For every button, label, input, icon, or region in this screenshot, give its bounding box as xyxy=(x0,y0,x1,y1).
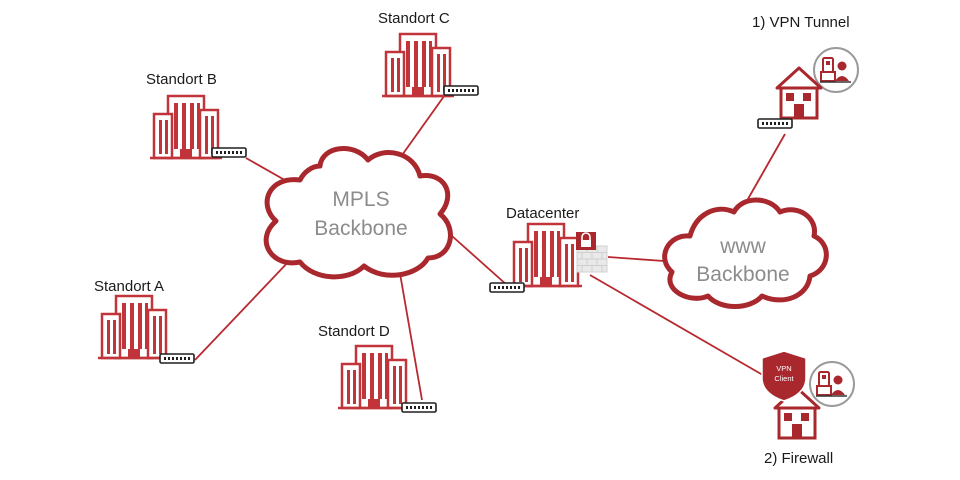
site-standort-d: Standort D xyxy=(318,323,437,413)
router-icon xyxy=(159,353,195,364)
lock-icon xyxy=(576,232,596,250)
mpls-cloud-line1: MPLS xyxy=(332,188,389,211)
link-datacenter-www xyxy=(607,256,665,262)
label-standort-c: Standort C xyxy=(378,10,450,27)
site-standort-a: Standort A xyxy=(94,278,195,364)
cloud-icon xyxy=(662,197,829,309)
vpn-shield-icon: VPN Client xyxy=(761,350,807,402)
label-firewall: 2) Firewall xyxy=(764,450,833,467)
link-standort-a xyxy=(194,257,293,361)
router-icon xyxy=(757,118,793,129)
office-building-icon xyxy=(336,344,412,410)
remote-firewall: VPN Client 2) Firewall xyxy=(761,350,855,467)
link-datacenter-mpls xyxy=(451,235,509,287)
site-datacenter: Datacenter xyxy=(489,205,608,293)
label-standort-d: Standort D xyxy=(318,323,390,340)
office-building-icon xyxy=(96,294,172,360)
label-datacenter: Datacenter xyxy=(506,205,579,222)
office-building-icon xyxy=(380,32,456,98)
link-datacenter-firewall xyxy=(589,274,769,379)
link-standort-c xyxy=(399,91,448,159)
label-vpn-tunnel: 1) VPN Tunnel xyxy=(752,14,850,31)
router-icon xyxy=(211,147,247,158)
router-icon xyxy=(489,282,525,293)
www-cloud-line2: Backbone xyxy=(696,263,789,286)
office-building-icon xyxy=(508,222,584,288)
site-standort-b: Standort B xyxy=(146,71,247,160)
cloud-icon xyxy=(263,146,453,280)
office-building-icon xyxy=(148,94,224,160)
remote-vpn-tunnel: 1) VPN Tunnel xyxy=(752,14,859,129)
label-standort-b: Standort B xyxy=(146,71,217,88)
mpls-backbone-cloud: MPLS Backbone xyxy=(263,146,453,280)
mpls-cloud-line2: Backbone xyxy=(314,217,407,240)
www-backbone-cloud: www Backbone xyxy=(662,197,829,309)
connection-lines xyxy=(194,91,786,401)
remote-user-icon xyxy=(809,361,855,407)
vpn-badge-line1: VPN xyxy=(776,364,791,373)
remote-user-icon xyxy=(813,47,859,93)
site-standort-c: Standort C xyxy=(378,10,479,98)
www-cloud-line1: www xyxy=(719,235,766,258)
router-icon xyxy=(401,402,437,413)
label-standort-a: Standort A xyxy=(94,278,164,295)
router-icon xyxy=(443,85,479,96)
vpn-badge-line2: Client xyxy=(774,374,794,383)
link-standort-d xyxy=(397,261,423,401)
